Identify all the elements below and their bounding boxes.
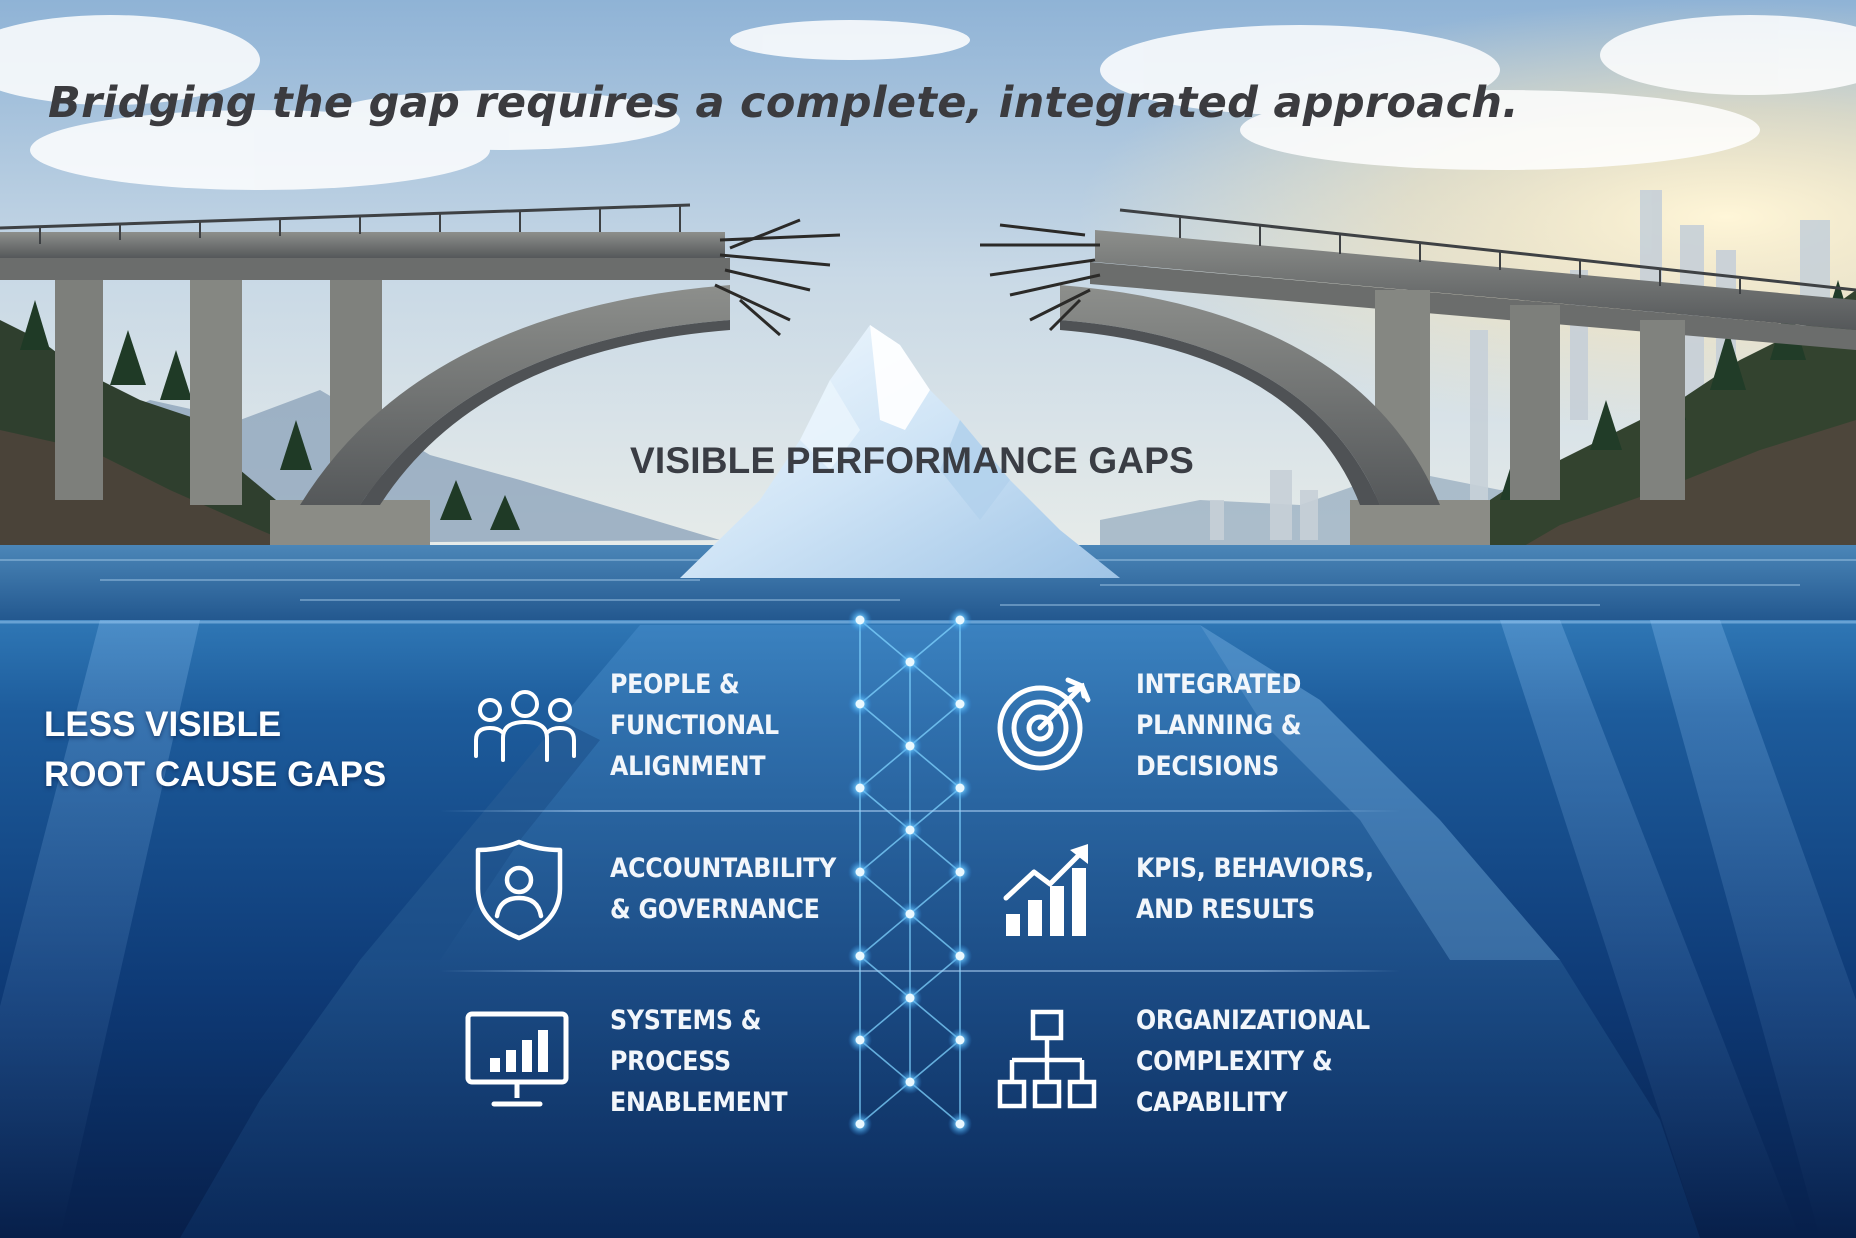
- left-bridge: [0, 203, 841, 562]
- root-cause-gaps-label: LESS VISIBLE ROOT CAUSE GAPS: [44, 700, 424, 800]
- visible-performance-gaps-label: VISIBLE PERFORMANCE GAPS: [630, 440, 1194, 481]
- network-node: [955, 1119, 965, 1129]
- monitor-chart-icon: [464, 1010, 570, 1110]
- network-node: [955, 615, 965, 625]
- network-node: [905, 1077, 915, 1087]
- item-label: KPIS, BEHAVIORS, AND RESULTS: [1136, 853, 1374, 925]
- item-label: SYSTEMS & PROCESS ENABLEMENT: [610, 1005, 788, 1118]
- page-title: Bridging the gap requires a complete, in…: [48, 78, 1519, 128]
- network-node: [955, 1035, 965, 1045]
- network-node: [955, 783, 965, 793]
- network-node: [905, 657, 915, 667]
- network-node: [905, 993, 915, 1003]
- shield-person-icon: [474, 838, 564, 942]
- network-node: [905, 909, 915, 919]
- network-node: [855, 1119, 865, 1129]
- org-chart-icon: [994, 1008, 1100, 1112]
- item-label: ORGANIZATIONAL COMPLEXITY & CAPABILITY: [1136, 1005, 1370, 1118]
- item-label: INTEGRATED PLANNING & DECISIONS: [1136, 669, 1302, 782]
- network-node: [855, 867, 865, 877]
- network-node: [905, 825, 915, 835]
- row-divider: [440, 970, 1400, 972]
- network-node: [855, 699, 865, 709]
- network-node: [855, 1035, 865, 1045]
- network-node: [855, 951, 865, 961]
- network-node: [905, 741, 915, 751]
- network-node: [955, 867, 965, 877]
- network-node: [955, 951, 965, 961]
- network-links: [859, 619, 961, 1125]
- target-icon: [996, 672, 1096, 772]
- growth-chart-icon: [1002, 842, 1092, 938]
- network-node: [955, 699, 965, 709]
- network-node: [855, 615, 865, 625]
- network-node: [855, 783, 865, 793]
- root-cause-gaps-text: LESS VISIBLE ROOT CAUSE GAPS: [44, 705, 387, 794]
- row-divider: [440, 810, 1400, 812]
- item-label: ACCOUNTABILITY & GOVERNANCE: [610, 853, 837, 925]
- item-label: PEOPLE & FUNCTIONAL ALIGNMENT: [610, 669, 779, 782]
- network-connector: [848, 608, 972, 1136]
- people-group-icon: [472, 688, 578, 762]
- right-bridge: [980, 208, 1856, 562]
